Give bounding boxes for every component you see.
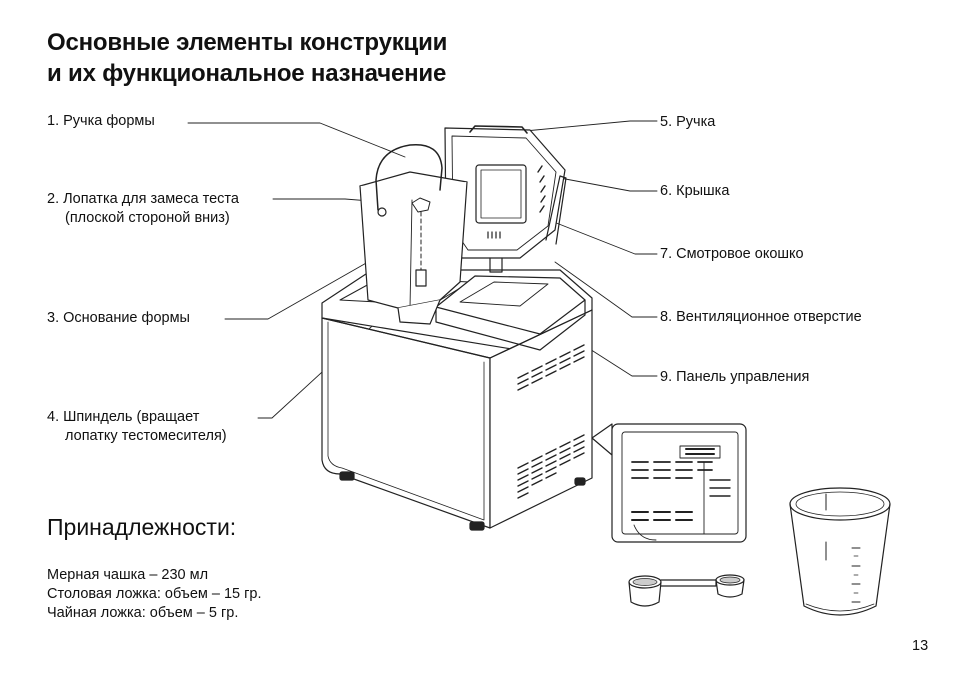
accessory-item: Мерная чашка – 230 мл <box>47 567 209 583</box>
callout-handle: 5. Ручка <box>660 113 715 132</box>
lid <box>444 125 567 273</box>
callout-vent: 8. Вентиляционное отверстие <box>660 308 862 327</box>
title-line-1: Основные элементы конструкции <box>47 29 448 56</box>
accessory-item: Столовая ложка: объем – 15 гр. <box>47 586 262 602</box>
callout-viewing-window-text: 7. Смотровое окошко <box>660 246 804 262</box>
callout-spindle-line2: лопатку тестомесителя) <box>65 428 227 444</box>
callout-kneading-blade-line1: 2. Лопатка для замеса теста <box>47 191 239 207</box>
accessories-list: Мерная чашка – 230 мл Столовая ложка: об… <box>47 566 262 623</box>
callout-kneading-blade: 2. Лопатка для замеса теста (плоской сто… <box>47 190 239 228</box>
callout-control-panel: 9. Панель управления <box>660 368 809 387</box>
callout-pan-handle: 1. Ручка формы <box>47 112 155 131</box>
machine-body <box>321 269 593 531</box>
measuring-cup <box>789 487 891 616</box>
accessories-heading: Принадлежности: <box>47 514 237 540</box>
callout-lid: 6. Крышка <box>660 182 729 201</box>
callout-pan-handle-text: 1. Ручка формы <box>47 113 155 129</box>
callout-kneading-blade-line2: (плоской стороной вниз) <box>65 210 230 226</box>
callout-spindle-line1: 4. Шпиндель (вращает <box>47 409 200 425</box>
callout-pan-base: 3. Основание формы <box>47 309 190 328</box>
callout-pan-base-text: 3. Основание формы <box>47 310 190 326</box>
callout-handle-text: 5. Ручка <box>660 114 716 130</box>
callout-control-panel-text: 9. Панель управления <box>660 369 810 385</box>
accessory-item: Чайная ложка: объем – 5 гр. <box>47 605 239 621</box>
callout-vent-text: 8. Вентиляционное отверстие <box>660 309 862 325</box>
callout-lid-text: 6. Крышка <box>660 183 730 199</box>
callout-viewing-window: 7. Смотровое окошко <box>660 245 804 264</box>
page-number: 13 <box>912 638 929 654</box>
page-title: Основные элементы конструкции и их функц… <box>47 27 447 89</box>
control-panel-inset <box>591 423 747 543</box>
vent-slats <box>517 344 585 499</box>
measuring-spoons <box>628 574 745 607</box>
callout-spindle: 4. Шпиндель (вращает лопатку тестомесите… <box>47 408 227 446</box>
bread-pan <box>359 143 468 325</box>
title-line-2: и их функциональное назначение <box>47 60 447 87</box>
